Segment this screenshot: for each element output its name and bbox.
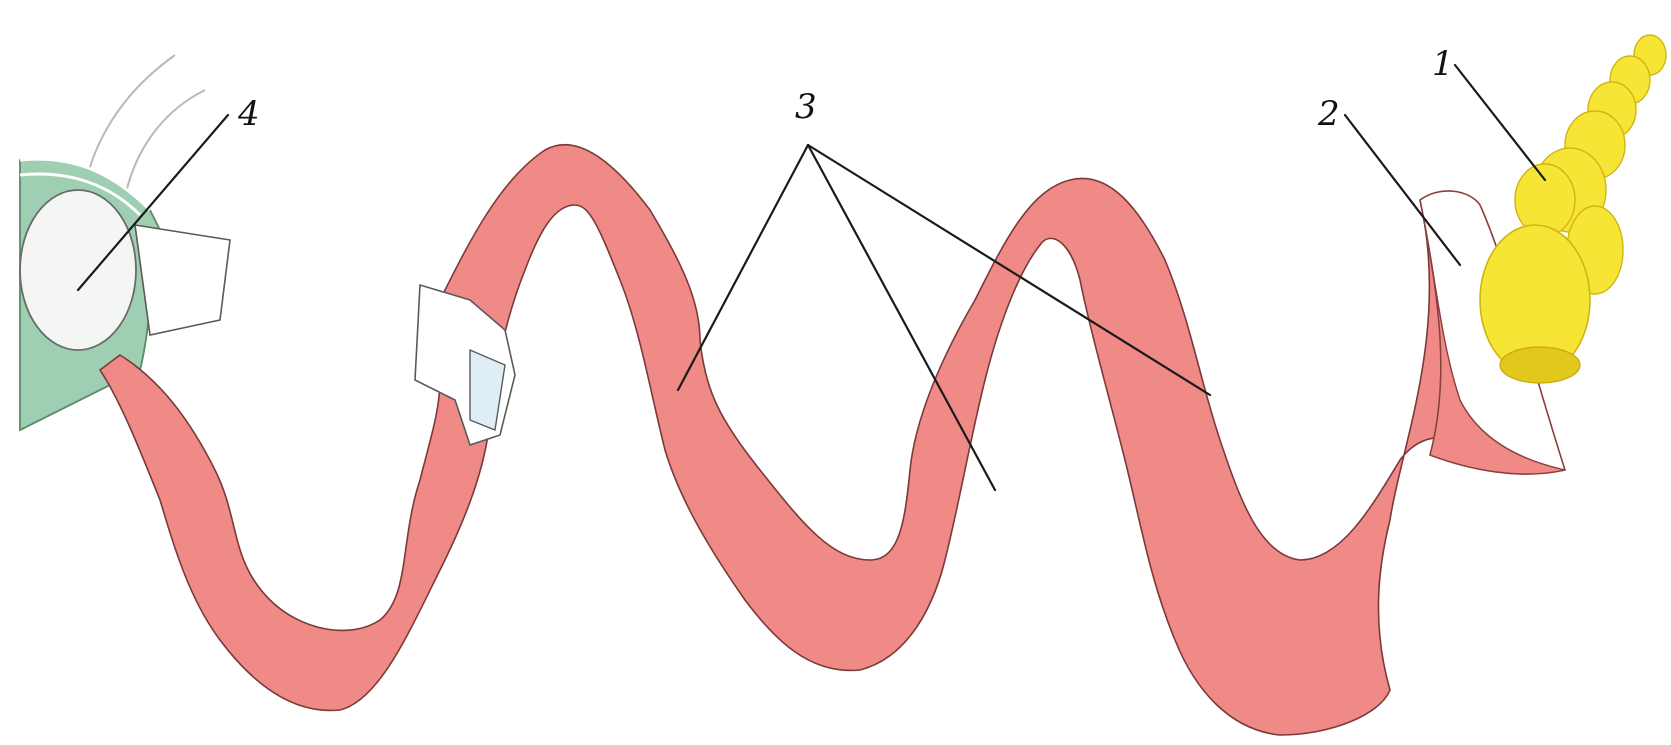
vessel-stub bbox=[134, 224, 231, 336]
yellow-acinus-cluster bbox=[1479, 34, 1667, 384]
label-3: 3 bbox=[795, 87, 817, 127]
leader-line-3c bbox=[806, 143, 1212, 397]
leader-line-2 bbox=[1343, 113, 1462, 267]
labels: 1 2 3 4 bbox=[237, 44, 1454, 134]
tubule-body bbox=[98, 144, 1536, 736]
tubule-segment bbox=[98, 144, 1567, 736]
funnel-pink-wall bbox=[1419, 199, 1566, 475]
acinus-mid-1 bbox=[1514, 163, 1576, 237]
duct-insert-inner bbox=[469, 348, 506, 431]
tissue-band-top bbox=[19, 157, 152, 217]
leader-line-3b bbox=[806, 143, 997, 492]
leader-line-3a bbox=[676, 143, 810, 392]
leader-lines bbox=[76, 63, 1547, 492]
leader-line-4 bbox=[76, 113, 230, 292]
duct-junction bbox=[414, 283, 516, 447]
leader-line-1 bbox=[1453, 63, 1547, 182]
label-1: 1 bbox=[1432, 44, 1454, 84]
white-cap-renal-corpuscle bbox=[19, 189, 137, 351]
acinus-main-base bbox=[1499, 346, 1581, 384]
label-2: 2 bbox=[1317, 94, 1340, 134]
label-4: 4 bbox=[237, 94, 260, 134]
